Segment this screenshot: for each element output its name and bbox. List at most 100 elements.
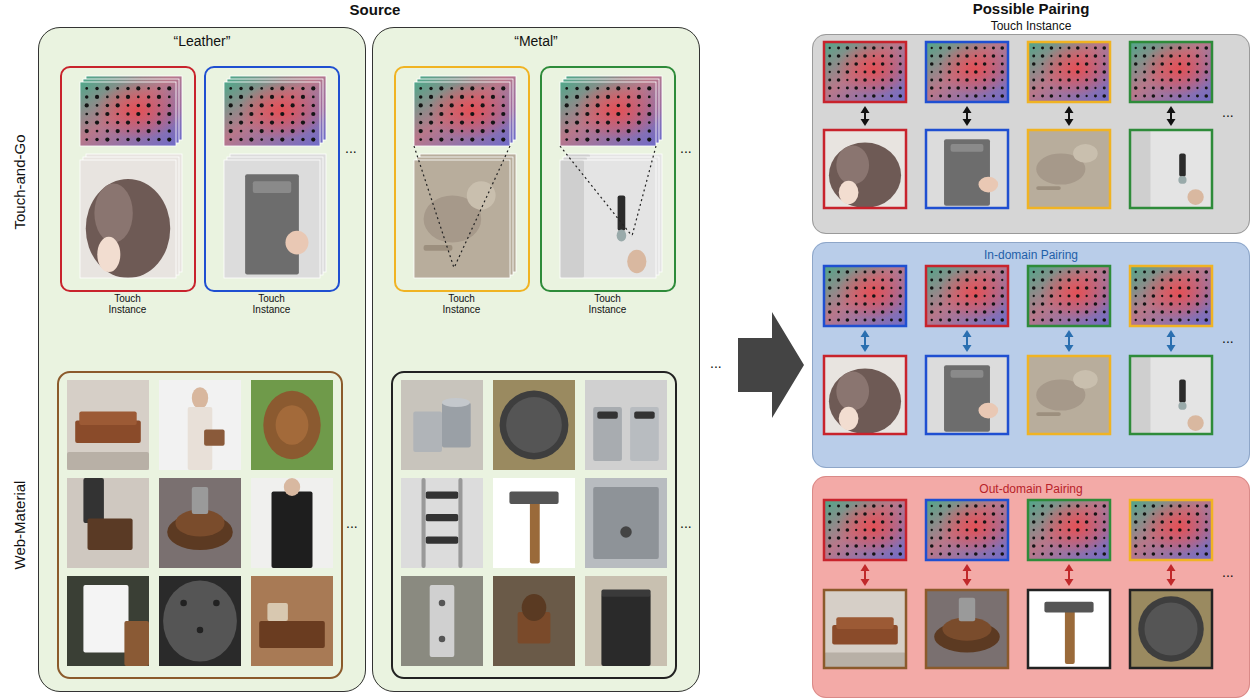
- photo: [251, 576, 333, 666]
- tactile-base: [560, 82, 656, 146]
- marker-dot: [881, 505, 883, 507]
- marker-dot: [930, 279, 933, 282]
- marker-dot: [1076, 70, 1080, 74]
- image-frame: [80, 160, 176, 278]
- photo-shape: [978, 177, 998, 193]
- marker-dot: [1058, 520, 1062, 524]
- photo-shape: [617, 230, 627, 242]
- photo: [585, 478, 667, 568]
- marker-dot: [1143, 271, 1146, 274]
- photo-ground: [926, 130, 1008, 208]
- marker-dot: [966, 529, 969, 532]
- marker-dot: [966, 311, 968, 313]
- image-frame: [414, 160, 510, 278]
- marker-dot: [1067, 512, 1071, 516]
- photo-shape: [422, 478, 426, 568]
- marker-dot: [1205, 545, 1208, 548]
- marker-dot: [890, 287, 892, 289]
- marker-dot: [481, 113, 484, 116]
- photo-shape: [1138, 596, 1204, 662]
- marker-dot: [1094, 505, 1097, 508]
- marker-dot: [85, 121, 88, 124]
- panel-fill: [812, 476, 1250, 698]
- marker-dot: [1001, 79, 1003, 81]
- photo: [585, 380, 667, 470]
- marker-dot: [974, 287, 977, 290]
- marker-dot: [974, 63, 977, 66]
- tactile-base: [926, 42, 1008, 102]
- marker-dot: [1041, 505, 1044, 508]
- marker-dot: [872, 545, 875, 548]
- ellipsis: ...: [1222, 330, 1234, 346]
- marker-dot: [126, 120, 130, 124]
- marker-dot: [311, 137, 315, 141]
- marker-dot: [1196, 512, 1200, 516]
- marker-dot: [439, 112, 443, 116]
- marker-dot: [1085, 62, 1089, 66]
- marker-dot: [312, 121, 315, 124]
- marker-dot: [1205, 55, 1207, 57]
- photo-shape: [213, 600, 220, 607]
- marker-dot: [855, 55, 858, 58]
- image-frame: [560, 160, 656, 278]
- marker-dot: [1041, 512, 1045, 516]
- marker-dot: [966, 71, 969, 74]
- marker-dot: [1152, 55, 1154, 57]
- marker-dot: [1143, 287, 1145, 289]
- marker-dot: [939, 505, 942, 508]
- marker-dot: [1094, 295, 1097, 298]
- arrow-head: [963, 564, 972, 571]
- marker-dot: [992, 87, 994, 89]
- marker-dot: [837, 311, 839, 313]
- marker-dot: [881, 95, 883, 97]
- marker-dot: [854, 310, 858, 314]
- tactile-image: [224, 82, 320, 146]
- marker-dot: [460, 112, 463, 115]
- photo-shape: [522, 594, 547, 621]
- marker-dot: [260, 129, 264, 133]
- marker-dot: [1152, 545, 1155, 548]
- marker-dot: [1077, 79, 1079, 81]
- photo-shape: [413, 412, 442, 453]
- marker-dot: [1135, 295, 1137, 297]
- arrow-head: [1065, 119, 1074, 126]
- marker-dot: [1076, 270, 1080, 274]
- marker-dot: [1196, 521, 1198, 523]
- pair-arrow: [1167, 564, 1176, 586]
- marker-dot: [992, 529, 995, 532]
- marker-dot: [229, 129, 233, 133]
- photo-shape: [1073, 370, 1098, 389]
- marker-dot: [881, 86, 885, 90]
- marker-dot: [974, 318, 978, 322]
- marker-dot: [291, 87, 294, 90]
- photo-shape: [426, 492, 459, 499]
- marker-dot: [1094, 71, 1097, 74]
- marker-dot: [450, 138, 453, 141]
- marker-dot: [956, 62, 960, 66]
- marker-dot: [147, 113, 150, 116]
- marker-dot: [1033, 95, 1035, 97]
- marker-dot: [502, 104, 505, 107]
- marker-dot: [450, 103, 454, 107]
- pair-arrow: [861, 330, 870, 352]
- ellipsis: ...: [710, 355, 722, 371]
- marker-dot: [492, 130, 495, 133]
- marker-dot: [1196, 287, 1198, 289]
- marker-dot: [881, 47, 883, 49]
- marker-dot: [1134, 310, 1138, 314]
- marker-dot: [1143, 95, 1146, 98]
- image-frame: [824, 42, 906, 102]
- photo: [1028, 590, 1110, 668]
- marker-dot: [575, 138, 578, 141]
- marker-dot: [1152, 537, 1154, 539]
- marker-dot: [948, 537, 950, 539]
- marker-dot: [565, 138, 568, 141]
- marker-dot: [1178, 552, 1182, 556]
- marker-dot: [1161, 529, 1163, 531]
- marker-dot: [1152, 270, 1156, 274]
- marker-dot: [1094, 271, 1097, 274]
- marker-dot: [1068, 545, 1070, 547]
- marker-dot: [270, 138, 273, 141]
- marker-dot: [1041, 54, 1045, 58]
- marker-dot: [481, 129, 485, 133]
